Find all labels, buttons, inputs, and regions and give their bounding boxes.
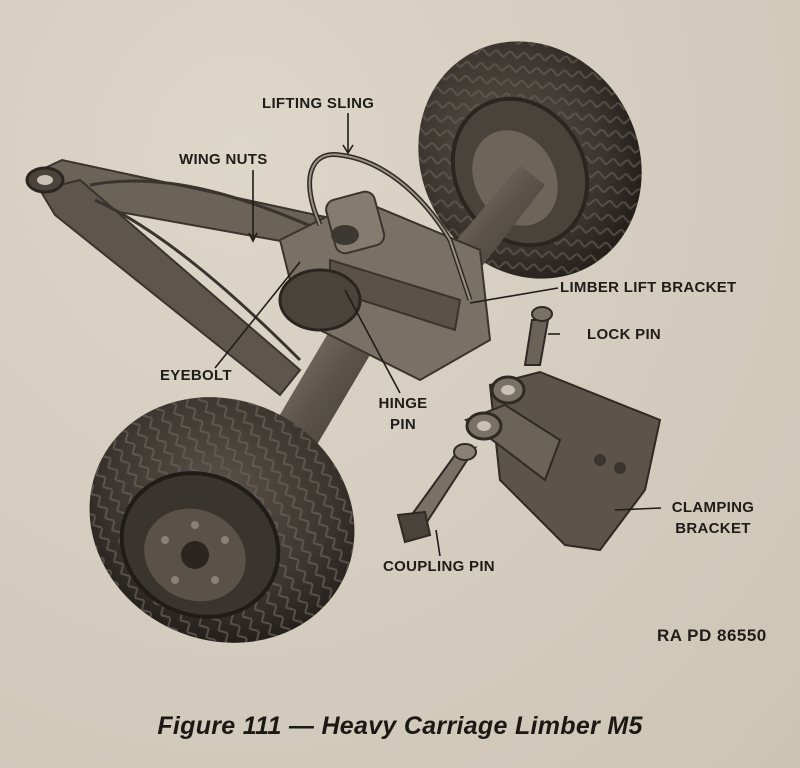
lower-wheel (89, 397, 355, 643)
callout-lifting-sling: LIFTING SLING (262, 95, 375, 112)
callout-clamping-bracket-line1: CLAMPING (671, 499, 755, 516)
callout-eyebolt: EYEBOLT (160, 367, 232, 384)
callout-hinge-pin-line1: HINGE (378, 395, 428, 412)
callout-limber-lift-bracket: LIMBER LIFT BRACKET (560, 279, 737, 296)
drawbar-frame (25, 158, 332, 397)
callout-lock-pin: LOCK PIN (587, 326, 662, 343)
figure-caption: Figure 111 — Heavy Carriage Limber M5 (157, 712, 643, 740)
clamping-bracket (463, 370, 662, 552)
callout-hinge-pin: HINGE PIN (370, 393, 436, 435)
lock-pin (523, 306, 553, 366)
callout-clamping-bracket: CLAMPING BRACKET (663, 497, 763, 539)
coupling-pin (396, 443, 478, 544)
callout-hinge-pin-line2: PIN (390, 416, 416, 433)
callout-clamping-bracket-line2: BRACKET (675, 520, 751, 537)
leader-lines (214, 113, 662, 557)
reference-code: RA PD 86550 (657, 626, 767, 645)
limber-lift-bracket-assembly (278, 190, 492, 382)
callout-coupling-pin: COUPLING PIN (383, 558, 495, 575)
callout-wing-nuts: WING NUTS (179, 151, 268, 168)
